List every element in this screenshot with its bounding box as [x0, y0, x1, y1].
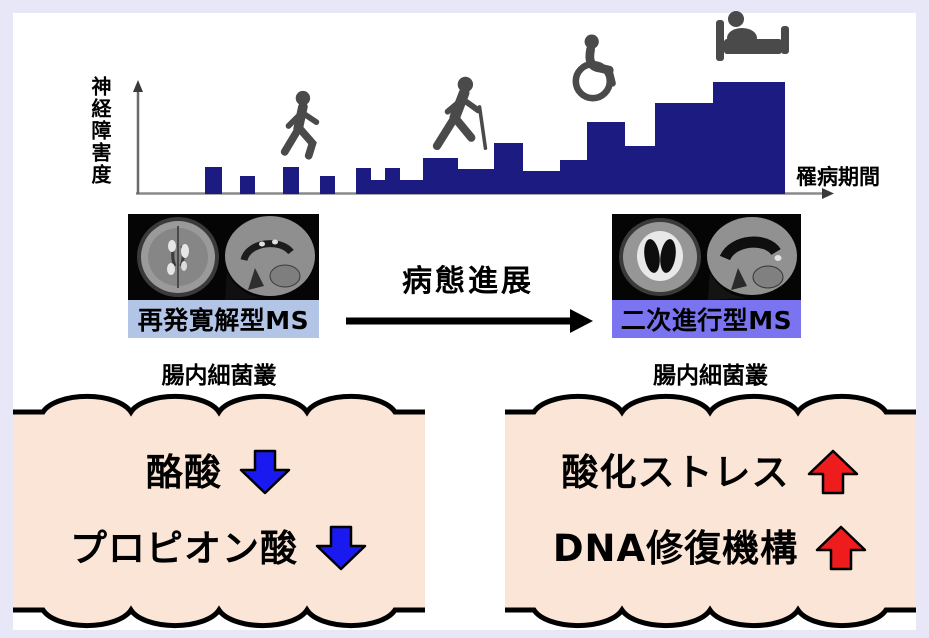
x-axis-arrowhead — [822, 188, 834, 199]
mri-caption-rrms: 再発寛解型MS — [128, 300, 319, 338]
cloud-item-oxidative-stress: 酸化ストレス — [505, 444, 916, 500]
walking-person-icon — [280, 90, 320, 160]
mri-card-spms: 二次進行型MS — [612, 214, 801, 338]
cloud-item-butyrate: 酪酸 — [13, 444, 425, 500]
cloud-fill — [505, 396, 916, 626]
cloud-bottom-edge — [505, 605, 916, 629]
person-with-cane-icon — [432, 76, 488, 151]
gut-microbiota-cloud-right — [505, 393, 916, 629]
gut-microbiota-title-left: 腸内細菌叢 — [161, 363, 277, 389]
cloud-bottom-edge — [13, 605, 425, 629]
y-axis-arrowhead — [133, 80, 143, 92]
cloud-top-edge — [13, 393, 425, 417]
brain-mri-spms — [612, 214, 801, 300]
cloud-fill — [13, 396, 425, 626]
cloud-top-edge — [505, 393, 916, 417]
mri-card-rrms: 再発寛解型MS — [128, 214, 319, 338]
cloud-item-label: プロピオン酸 — [70, 526, 298, 570]
down-arrow-icon — [239, 449, 291, 495]
gut-microbiota-title-right: 腸内細菌叢 — [653, 363, 768, 389]
mri-caption-spms: 二次進行型MS — [612, 300, 801, 338]
relapse-bars — [205, 167, 335, 194]
up-arrow-icon — [815, 525, 867, 571]
cloud-item-propionate: プロピオン酸 — [13, 520, 425, 576]
cloud-item-dna-repair: DNA修復機構 — [505, 520, 916, 576]
patient-in-bed-icon — [716, 11, 789, 61]
down-arrow-icon — [315, 525, 367, 571]
wheelchair-icon — [572, 34, 616, 102]
brain-mri-rrms — [128, 214, 319, 300]
cloud-item-label: DNA修復機構 — [552, 526, 799, 570]
gut-microbiota-cloud-left — [13, 393, 425, 629]
progression-label: 病態進展 — [402, 264, 534, 299]
progression-arrow — [346, 309, 593, 333]
up-arrow-icon — [807, 449, 858, 495]
x-axis-label: 罹病期間 — [796, 165, 880, 189]
y-axis-label: 神経障害度 — [88, 76, 112, 186]
progression-step-bars — [356, 82, 785, 194]
disability-progression-chart — [133, 80, 834, 199]
cloud-item-label: 酸化ストレス — [561, 450, 790, 494]
cloud-item-label: 酪酸 — [146, 450, 222, 494]
